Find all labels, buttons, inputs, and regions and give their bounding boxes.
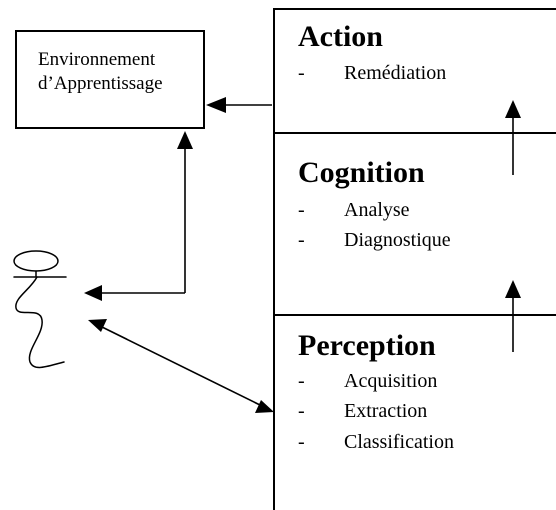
- arrowhead-perception-end: [255, 400, 274, 413]
- arrowhead-action: [505, 100, 521, 118]
- bullet-dash: -: [298, 62, 305, 84]
- environment-label: Environnement d’Apprentissage: [38, 48, 163, 96]
- bullet-dash: -: [298, 199, 305, 221]
- section-title-cognition: Cognition: [298, 156, 425, 189]
- arrowhead-environment-up: [177, 131, 193, 149]
- arrowhead-cognition: [505, 280, 521, 298]
- arrowhead-environment: [206, 97, 226, 113]
- learner-figure-icon: [13, 250, 67, 369]
- environment-label-line2: d’Apprentissage: [38, 73, 163, 94]
- section-title-perception: Perception: [298, 329, 436, 362]
- item-label: Classification: [344, 431, 454, 453]
- bullet-dash: -: [298, 229, 305, 251]
- item-label: Acquisition: [344, 370, 438, 392]
- section-title-action: Action: [298, 20, 383, 53]
- bullet-dash: -: [298, 370, 305, 392]
- item-label: Diagnostique: [344, 229, 451, 251]
- arrowhead-learner: [84, 285, 102, 301]
- item-label: Extraction: [344, 400, 428, 422]
- environment-box: Environnement d’Apprentissage: [15, 30, 205, 129]
- bullet-dash: -: [298, 400, 305, 422]
- environment-label-line1: Environnement: [38, 49, 156, 70]
- layers-column: [273, 8, 556, 510]
- arrowhead-learner-end: [88, 319, 107, 332]
- item-label: Analyse: [344, 199, 410, 221]
- arrow-learner-perception: [99, 325, 263, 407]
- item-label: Remédiation: [344, 62, 447, 84]
- bullet-dash: -: [298, 431, 305, 453]
